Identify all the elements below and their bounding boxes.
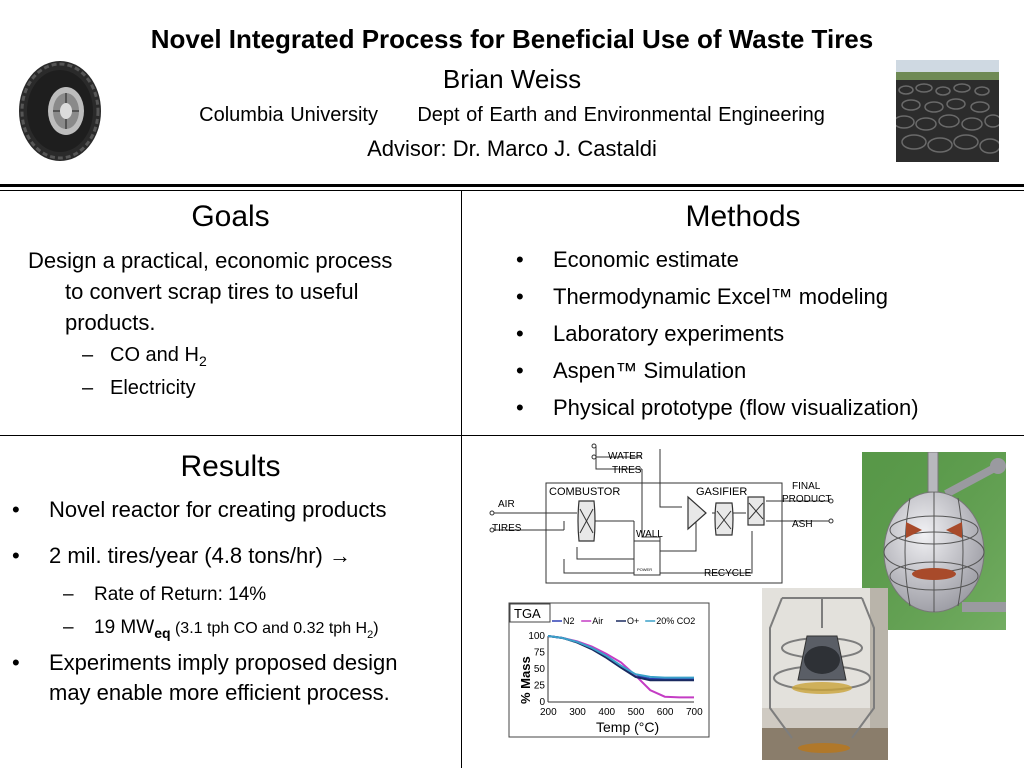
bullet: • <box>516 321 524 346</box>
label-wall: WALL <box>636 529 663 540</box>
tga-x-tick: 400 <box>598 707 615 718</box>
tga-y-tick: 25 <box>534 681 546 692</box>
author-name: Brian Weiss <box>442 64 582 94</box>
label-gasifier: GASIFIER <box>696 486 747 498</box>
tga-x-tick: 600 <box>657 707 674 718</box>
sub-text: Electricity <box>110 377 196 399</box>
goals-line-1: Design a practical, economic process <box>28 248 393 273</box>
eq-subscript: eq <box>154 624 171 641</box>
sub-text: CO and H <box>110 344 199 366</box>
label-air: AIR <box>498 499 515 510</box>
tga-y-tick: 100 <box>528 631 545 642</box>
bullet: • <box>516 395 524 420</box>
tga-y-tick: 50 <box>534 664 546 675</box>
tga-x-tick: 200 <box>540 707 557 718</box>
goals-line-3: products. <box>65 310 156 335</box>
results-heading: Results <box>180 450 281 483</box>
label-final: FINAL <box>792 481 821 492</box>
tga-x-tick: 500 <box>628 707 645 718</box>
tga-legend-label: 20% CO2 <box>656 616 695 626</box>
bullet: • <box>516 358 524 383</box>
bullet: • <box>12 650 20 675</box>
advisor: Advisor: Dr. Marco J. Castaldi <box>367 136 657 161</box>
reactor-3d-model <box>862 452 1006 630</box>
label-tires-left: TIRES <box>492 523 522 534</box>
tga-x-tick: 300 <box>569 707 586 718</box>
affiliation: Columbia University Dept of Earth and En… <box>0 104 1024 127</box>
row-divider <box>0 435 1024 436</box>
methods-item-text: Laboratory experiments <box>553 321 785 346</box>
methods-item-text: Aspen™ Simulation <box>553 358 747 383</box>
tga-label: TGA <box>514 606 541 621</box>
header-rule-thin <box>0 190 1024 191</box>
bullet: • <box>516 247 524 272</box>
goals-line-2: to convert scrap tires to useful <box>65 279 359 304</box>
label-tires-top: TIRES <box>612 465 642 476</box>
mw-text: 19 MW <box>94 617 155 638</box>
tga-legend-label: N2 <box>563 616 575 626</box>
results-item-text: Experiments imply proposed design <box>49 650 398 675</box>
goals-heading: Goals <box>191 200 270 233</box>
methods-item-text: Economic estimate <box>553 247 739 272</box>
tga-series-line <box>547 635 694 679</box>
bullet: • <box>12 497 20 522</box>
dash: – <box>63 584 74 605</box>
results-sub-text: Rate of Return: 14% <box>94 584 267 605</box>
tga-legend-label: Air <box>592 616 603 626</box>
results-sub-text: 19 MWeq (3.1 tph CO and 0.32 tph H2) <box>94 617 379 641</box>
tga-x-tick: 700 <box>686 707 703 718</box>
tire-pile-photo <box>896 60 999 162</box>
methods-heading: Methods <box>685 200 801 233</box>
tph-text: (3.1 tph CO and 0.32 tph H <box>170 620 368 637</box>
results-item-text: Novel reactor for creating products <box>49 497 387 522</box>
methods-item-text: Thermodynamic Excel™ modeling <box>553 284 889 309</box>
goals-body: Design a practical, economic process to … <box>28 245 458 338</box>
label-power: POWER <box>637 567 652 572</box>
poster-title: Novel Integrated Process for Beneficial … <box>150 24 874 54</box>
tga-chart: TGA N2 Air O+ 20% CO2 200 300 400 500 600 700 0 25… <box>508 602 710 738</box>
label-ash: ASH <box>792 519 813 530</box>
prototype-photo <box>762 588 888 760</box>
subscript: 2 <box>198 353 207 369</box>
tga-y-tick: 75 <box>534 648 546 659</box>
bullet: • <box>516 284 524 309</box>
tga-legend-label: O+ <box>627 616 639 626</box>
h2-subscript: 2 <box>367 628 374 641</box>
close-paren: ) <box>373 620 379 637</box>
results-item-text: 2 mil. tires/year (4.8 tons/hr) → <box>49 543 351 568</box>
label-product: PRODUCT <box>782 494 831 505</box>
dash: – <box>63 617 74 638</box>
column-divider <box>461 191 462 768</box>
dash: – <box>82 377 94 399</box>
label-water: WATER <box>608 451 643 462</box>
label-combustor: COMBUSTOR <box>549 486 620 498</box>
methods-item-text: Physical prototype (flow visualization) <box>553 395 919 420</box>
dash: – <box>82 344 94 366</box>
process-flowsheet: WATER TIRES COMBUSTOR GASIFIER FINAL PRO… <box>489 443 834 584</box>
tga-y-tick: 0 <box>539 697 545 708</box>
tire-photo <box>19 61 101 161</box>
university: Columbia University <box>199 104 378 126</box>
tga-xlabel: Temp (°C) <box>596 719 659 735</box>
header-rule-thick <box>0 184 1024 187</box>
department: Dept of Earth and Environmental Engineer… <box>417 104 825 126</box>
label-recycle: RECYCLE <box>704 568 752 579</box>
bullet: • <box>12 543 20 568</box>
results-item-text: may enable more efficient process. <box>49 680 390 705</box>
tga-ylabel: % Mass <box>518 656 533 704</box>
